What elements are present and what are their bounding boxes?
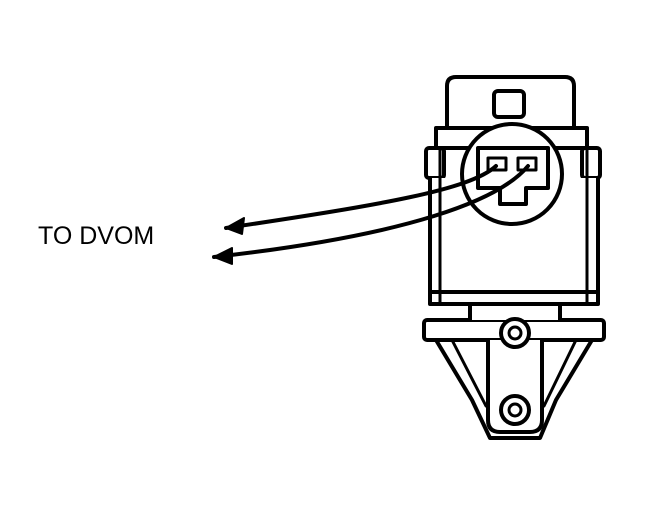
test-lead-lower — [212, 164, 530, 265]
electrical-connector — [460, 122, 564, 226]
mounting-hole-upper — [499, 317, 531, 349]
to-dvom-label: TO DVOM — [38, 222, 155, 250]
sensor-body — [428, 146, 600, 306]
test-lead-upper — [224, 164, 498, 235]
sensor-top-cap — [445, 75, 576, 130]
mounting-hole-lower — [499, 394, 531, 426]
